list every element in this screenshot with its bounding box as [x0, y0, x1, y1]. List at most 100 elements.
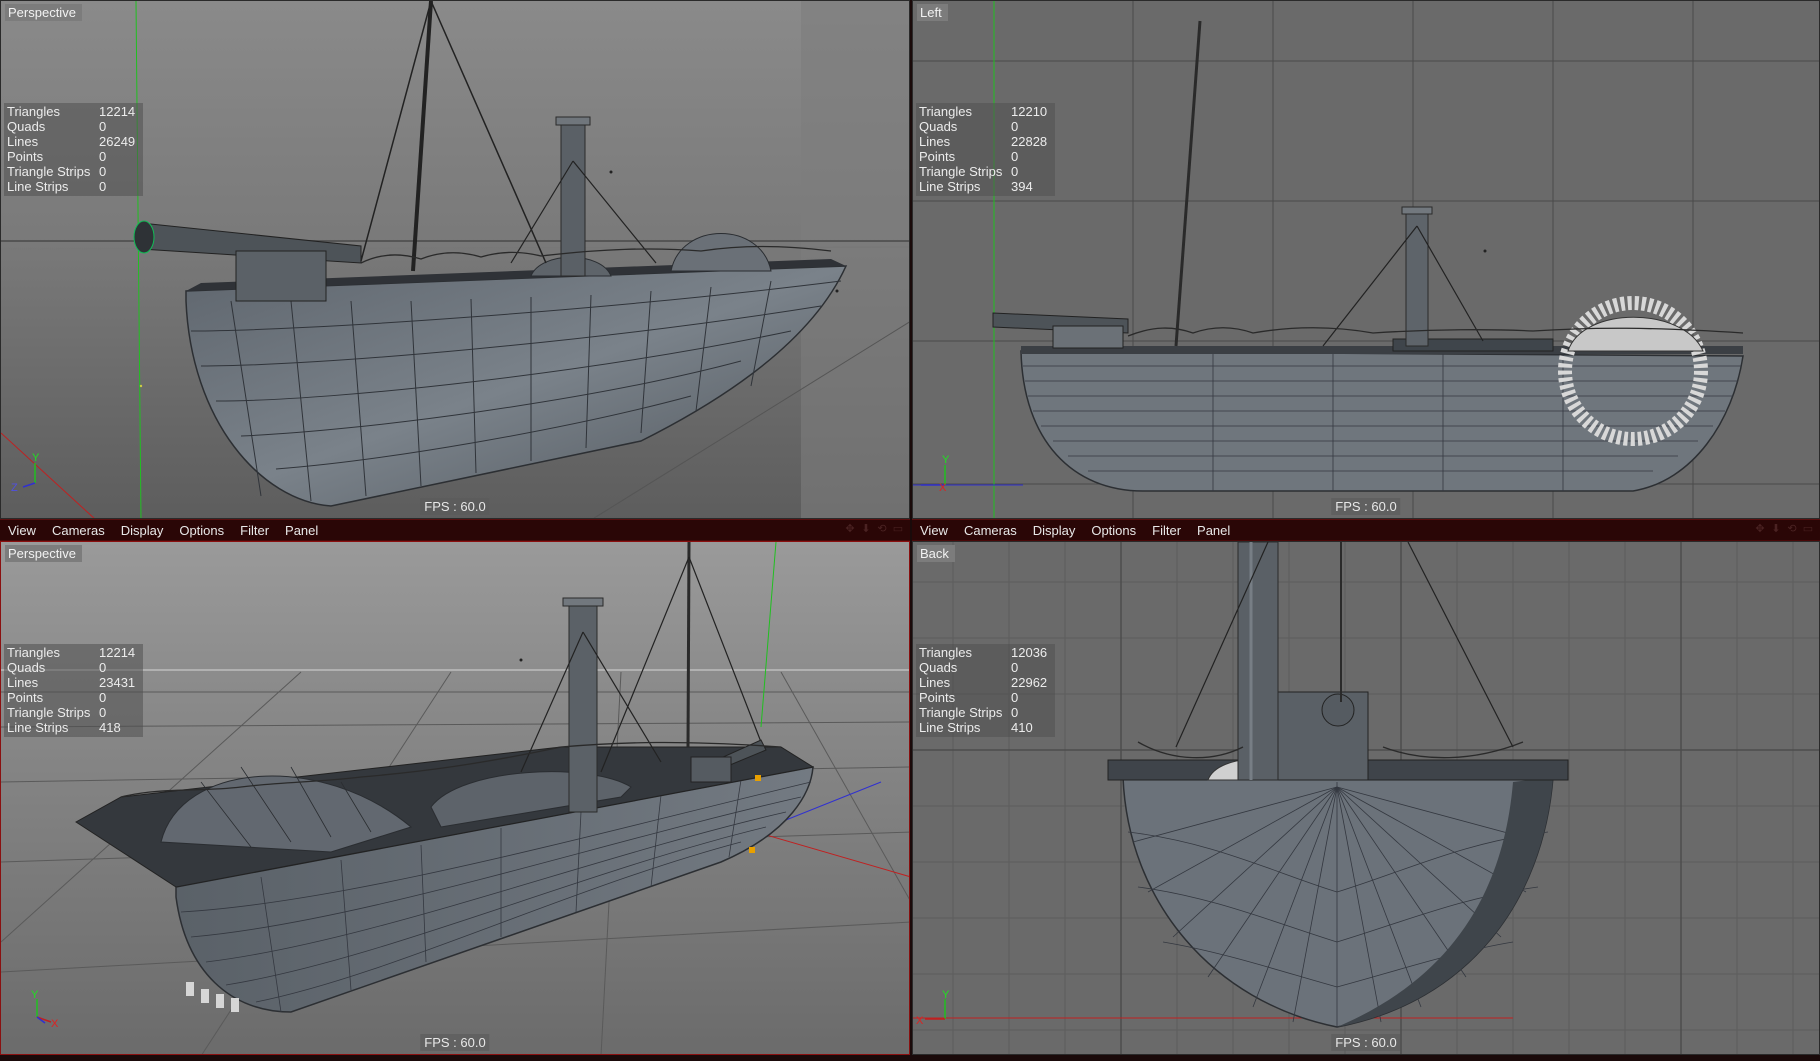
- stat-name: Line Strips: [7, 720, 69, 735]
- menu-cameras[interactable]: Cameras: [51, 522, 105, 538]
- menubar-right: View Cameras Display Options Filter Pane…: [912, 519, 1820, 541]
- arrow-down-icon[interactable]: ⬇: [861, 523, 871, 535]
- menu-icon-group: ✥ ⬇ ⟲ ▭: [844, 523, 904, 535]
- stat-name: Triangles: [7, 645, 60, 660]
- stat-row: Points 0: [7, 690, 139, 705]
- stat-name: Quads: [7, 119, 46, 134]
- stat-name: Line Strips: [7, 179, 69, 194]
- stat-name: Lines: [919, 675, 951, 690]
- stat-name: Quads: [919, 660, 958, 675]
- stat-value: 22828: [1011, 134, 1048, 149]
- menu-options[interactable]: Options: [1091, 522, 1137, 538]
- axis-gizmo: Y X: [31, 989, 59, 1029]
- menu-icon-group: ✥ ⬇ ⟲ ▭: [1754, 523, 1814, 535]
- menu-panel[interactable]: Panel: [285, 522, 319, 538]
- stat-value: 0: [99, 660, 107, 675]
- stat-value: 23431: [99, 675, 136, 690]
- stat-row: Triangles 12214: [7, 645, 139, 660]
- stat-value: 12214: [99, 104, 136, 119]
- window-icon[interactable]: ▭: [1802, 523, 1814, 535]
- arrow-icon[interactable]: ✥: [1755, 523, 1765, 535]
- stat-name: Lines: [919, 134, 951, 149]
- menu-display[interactable]: Display: [1032, 522, 1076, 538]
- stat-name: Triangle Strips: [919, 164, 1003, 179]
- fps-readout: FPS : 60.0: [420, 498, 490, 515]
- stat-value: 0: [1011, 705, 1019, 720]
- fps-readout: FPS : 60.0: [1331, 498, 1401, 515]
- stat-name: Points: [7, 690, 44, 705]
- stat-row: Line Strips 418: [7, 720, 139, 735]
- scene-perspective-1: [1, 1, 909, 518]
- arrow-down-icon[interactable]: ⬇: [1771, 523, 1781, 535]
- stat-value: 0: [99, 705, 107, 720]
- stat-name: Lines: [7, 134, 39, 149]
- menu-panel[interactable]: Panel: [1197, 522, 1231, 538]
- menu-display[interactable]: Display: [120, 522, 164, 538]
- stat-name: Quads: [7, 660, 46, 675]
- arrow-icon[interactable]: ✥: [845, 523, 855, 535]
- stat-value: 0: [1011, 119, 1019, 134]
- stat-name: Triangles: [919, 645, 972, 660]
- fps-readout: FPS : 60.0: [420, 1034, 490, 1051]
- axis-x-label: X: [916, 1015, 924, 1027]
- stat-name: Triangles: [7, 104, 60, 119]
- stat-value: 0: [1011, 660, 1019, 675]
- scene-perspective-2: [1, 542, 909, 1054]
- menu-cameras[interactable]: Cameras: [963, 522, 1017, 538]
- stat-name: Triangle Strips: [919, 705, 1003, 720]
- menu-filter[interactable]: Filter: [240, 522, 270, 538]
- stat-value: 0: [99, 690, 107, 705]
- stat-row: Quads 0: [7, 119, 139, 134]
- stat-name: Line Strips: [919, 720, 981, 735]
- stat-value: 394: [1011, 179, 1033, 194]
- camera-icon[interactable]: ⟲: [877, 523, 887, 535]
- fps-readout: FPS : 60.0: [1331, 1034, 1401, 1051]
- stat-value: 12214: [99, 645, 136, 660]
- stat-name: Triangles: [919, 104, 972, 119]
- stat-value: 0: [99, 119, 107, 134]
- stat-name: Line Strips: [919, 179, 981, 194]
- viewport-label: Back: [917, 545, 955, 562]
- stat-row: Lines 22828: [919, 134, 1051, 149]
- stat-name: Points: [919, 690, 956, 705]
- stat-name: Points: [7, 149, 44, 164]
- stat-row: Line Strips 0: [7, 179, 139, 194]
- stat-value: 0: [99, 179, 107, 194]
- window-icon[interactable]: ▭: [892, 523, 904, 535]
- menu-filter[interactable]: Filter: [1152, 522, 1182, 538]
- stat-value: 26249: [99, 134, 136, 149]
- axis-y-label: Y: [31, 989, 39, 1001]
- viewport-label: Perspective: [5, 4, 82, 21]
- stat-name: Triangle Strips: [7, 705, 91, 720]
- axis-y-label: Y: [32, 453, 40, 464]
- stat-row: Triangles 12214: [7, 104, 139, 119]
- menu-view[interactable]: View: [920, 522, 948, 538]
- menu-options[interactable]: Options: [179, 522, 225, 538]
- stat-name: Quads: [919, 119, 958, 134]
- stat-value: 418: [99, 720, 121, 735]
- menu-view[interactable]: View: [8, 522, 36, 538]
- stat-row: Points 0: [919, 149, 1051, 164]
- stat-value: 0: [1011, 149, 1019, 164]
- stat-row: Triangle Strips 0: [919, 705, 1051, 720]
- axis-gizmo: Y X: [921, 454, 950, 493]
- stat-row: Triangle Strips 0: [7, 705, 139, 720]
- menubar-left: View Cameras Display Options Filter Pane…: [0, 519, 910, 541]
- axis-y-label: Y: [942, 989, 950, 1001]
- scene-back-view: [913, 542, 1819, 1054]
- stat-row: Line Strips 410: [919, 720, 1051, 735]
- camera-icon[interactable]: ⟲: [1787, 523, 1797, 535]
- stat-name: Points: [919, 149, 956, 164]
- viewport-top-left[interactable]: Perspective Triangles 12214 Quads 0 Lines 2…: [0, 0, 910, 519]
- stat-value: 410: [1011, 720, 1033, 735]
